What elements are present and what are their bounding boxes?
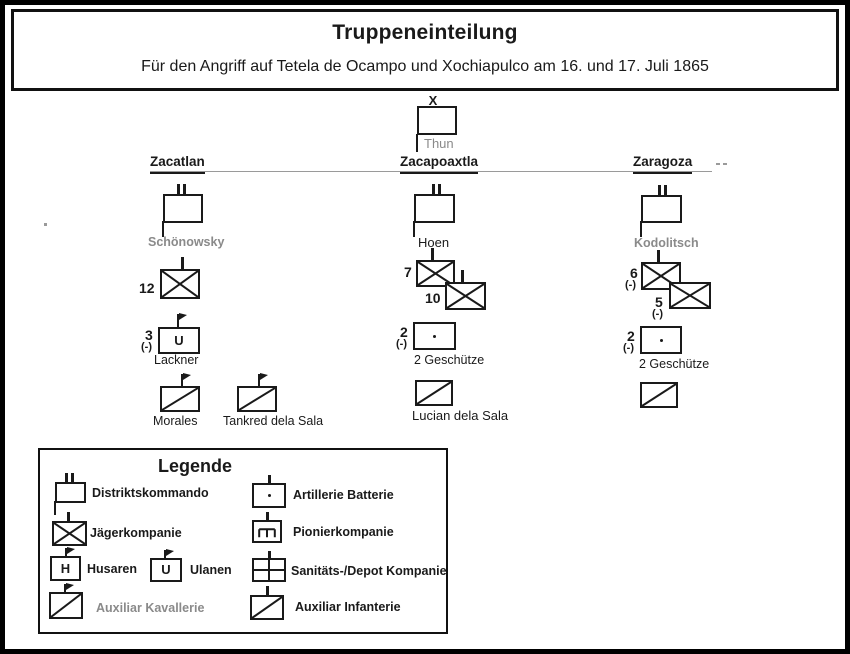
district-echelon-icon bbox=[71, 473, 74, 482]
jaeger-company-icon bbox=[669, 282, 711, 309]
unit-caption: 2 Geschütze bbox=[639, 357, 710, 371]
district-echelon-icon bbox=[664, 185, 667, 195]
header-rule bbox=[150, 171, 712, 172]
legend-label: Husaren bbox=[87, 562, 138, 576]
unit-caption: 2 Geschütze bbox=[414, 353, 485, 367]
husaren-unit-icon: H bbox=[50, 556, 81, 581]
auxiliar-infanterie-icon bbox=[250, 595, 284, 620]
understrength-mark: (-) bbox=[396, 338, 407, 350]
district-command-icon bbox=[55, 482, 86, 503]
auxiliar-kavallerie-icon bbox=[160, 386, 200, 412]
company-echelon-icon bbox=[268, 475, 271, 483]
unit-letter: H bbox=[60, 560, 71, 576]
district-echelon-icon bbox=[432, 184, 435, 194]
jaeger-company-icon bbox=[52, 521, 87, 546]
company-echelon-icon bbox=[67, 512, 70, 521]
artillerie-batterie-icon bbox=[413, 322, 456, 350]
flagstaff-icon bbox=[162, 221, 164, 237]
unit-number: 5 bbox=[655, 294, 663, 310]
unit-number: 6 bbox=[630, 265, 638, 281]
district-echelon-icon bbox=[183, 184, 186, 194]
page-title: Truppeneinteilung bbox=[332, 21, 518, 44]
unit-name: Lucian dela Sala bbox=[412, 408, 509, 423]
company-echelon-icon bbox=[266, 512, 269, 520]
unit-number: 2 bbox=[400, 324, 408, 340]
ulanen-unit-icon: U bbox=[158, 327, 200, 354]
unit-name: Morales bbox=[153, 414, 198, 428]
artillerie-batterie-icon bbox=[252, 483, 286, 508]
sanitaets-depot-icon bbox=[252, 558, 286, 582]
understrength-mark: (-) bbox=[652, 308, 663, 320]
legend-label: Jägerkompanie bbox=[90, 526, 182, 540]
artillerie-batterie-icon bbox=[640, 326, 682, 354]
page-subtitle: Für den Angriff auf Tetela de Ocampo und… bbox=[141, 58, 709, 75]
hq-unit-icon bbox=[417, 106, 457, 135]
district-echelon-icon bbox=[438, 184, 441, 194]
column-header-zacatlan: Zacatlan bbox=[150, 155, 205, 174]
auxiliar-infanterie-icon bbox=[640, 382, 678, 408]
scan-artifact bbox=[723, 163, 727, 165]
jaeger-company-icon bbox=[445, 282, 486, 310]
pionier-company-icon bbox=[252, 520, 282, 543]
flagstaff-icon bbox=[416, 134, 418, 152]
legend-label: Artillerie Batterie bbox=[293, 488, 394, 502]
company-echelon-icon bbox=[431, 248, 434, 261]
unit-name: Hoen bbox=[418, 235, 450, 250]
understrength-mark: (-) bbox=[623, 342, 634, 354]
legend-label: Ulanen bbox=[190, 563, 232, 577]
unit-name: Kodolitsch bbox=[634, 236, 699, 250]
unit-number: 3 bbox=[145, 327, 153, 343]
company-echelon-icon bbox=[268, 551, 271, 559]
district-command-icon bbox=[414, 194, 455, 223]
legend-label: Auxiliar Kavallerie bbox=[96, 601, 205, 615]
company-echelon-icon bbox=[181, 257, 184, 269]
company-echelon-icon bbox=[461, 270, 464, 282]
unit-name: Tankred dela Sala bbox=[223, 414, 324, 428]
column-header-zacapoaxtla: Zacapoaxtla bbox=[400, 155, 479, 174]
legend-title: Legende bbox=[158, 456, 233, 476]
jaeger-company-icon bbox=[160, 269, 200, 299]
legend-label: Sanitäts-/Depot Kompanie bbox=[291, 564, 447, 578]
legend-label: Distriktskommando bbox=[92, 486, 209, 500]
unit-number: 7 bbox=[404, 264, 412, 280]
understrength-mark: (-) bbox=[141, 341, 152, 353]
auxiliar-infanterie-icon bbox=[415, 380, 453, 406]
legend-label: Pionierkompanie bbox=[293, 525, 394, 539]
ulanen-unit-icon: U bbox=[150, 558, 182, 582]
jaeger-company-icon bbox=[641, 262, 681, 290]
company-echelon-icon bbox=[657, 250, 660, 263]
district-command-icon bbox=[641, 195, 682, 223]
company-echelon-icon bbox=[266, 586, 269, 595]
unit-letter: U bbox=[161, 562, 171, 578]
district-echelon-icon bbox=[658, 185, 661, 195]
flagstaff-icon bbox=[54, 501, 56, 515]
unit-number: 2 bbox=[627, 328, 635, 344]
legend-box: Legende Distriktskommando Artillerie Bat… bbox=[38, 448, 448, 634]
legend-label: Auxiliar Infanterie bbox=[295, 600, 401, 614]
understrength-mark: (-) bbox=[625, 279, 636, 291]
brigade-echelon-label: X bbox=[428, 93, 438, 108]
district-command-icon bbox=[163, 194, 203, 223]
auxiliar-kavallerie-icon bbox=[237, 386, 277, 412]
flagstaff-icon bbox=[640, 221, 642, 237]
scan-artifact bbox=[44, 223, 47, 226]
scan-artifact bbox=[716, 163, 720, 165]
commander-name: Thun bbox=[424, 136, 454, 151]
auxiliar-kavallerie-icon bbox=[49, 592, 83, 619]
flagstaff-icon bbox=[413, 221, 415, 237]
title-box: Truppeneinteilung Für den Angriff auf Te… bbox=[11, 9, 839, 91]
unit-number: 10 bbox=[425, 290, 441, 306]
unit-letter: U bbox=[174, 332, 184, 348]
unit-name: Schönowsky bbox=[148, 235, 225, 249]
district-echelon-icon bbox=[65, 473, 68, 482]
unit-name: Lackner bbox=[154, 353, 199, 367]
column-header-zaragoza: Zaragoza bbox=[633, 155, 693, 174]
district-echelon-icon bbox=[177, 184, 180, 194]
unit-number: 12 bbox=[139, 280, 155, 296]
